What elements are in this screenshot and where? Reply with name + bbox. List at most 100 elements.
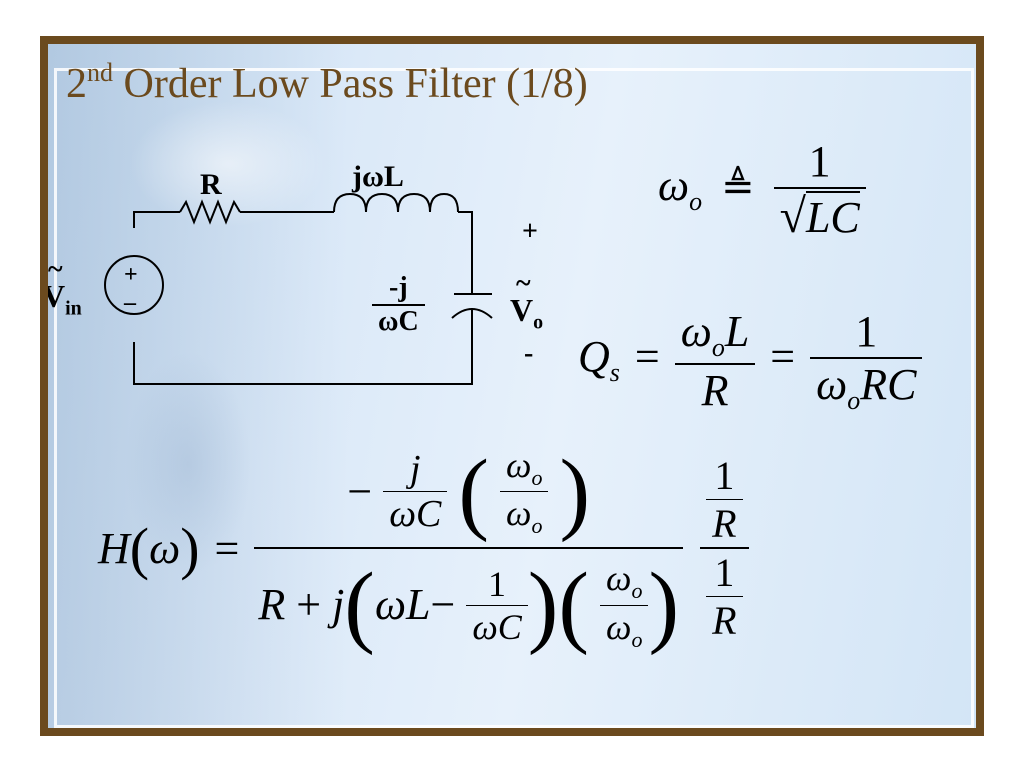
omega-fraction: 1 √LC (773, 136, 866, 244)
inductor-coil (333, 192, 459, 213)
title-superscript: nd (87, 58, 113, 87)
inductor-label: jωL (352, 160, 404, 193)
output-voltage-tilde: ~ (516, 268, 531, 299)
numerator-j: j (383, 447, 448, 493)
source-plus-sign: + (124, 262, 138, 288)
numerator-big-left-paren: ( (458, 440, 490, 543)
r-scaling-bottom-one: 1 (706, 549, 743, 598)
wire-right-bottom (133, 308, 473, 385)
circuit-diagram (104, 192, 493, 385)
numerator-impedance-fraction: j ωC (383, 447, 448, 536)
source-voltage-subscript: in (65, 297, 82, 320)
numerator-unity-bottom-omega: ω (506, 493, 532, 534)
transfer-function-denominator: R + j(ωL− 1 ωC )( ωo ωo ) (254, 549, 683, 652)
output-voltage-label: ~ Vo (510, 268, 544, 334)
r-scaling-bottom-r: R (712, 598, 737, 644)
den2-omega: ω (816, 360, 848, 409)
capacitor-impedance-numerator: -j (372, 272, 425, 306)
num1-omega: ω (680, 307, 712, 356)
output-voltage-symbol: V (510, 292, 534, 328)
output-voltage-subscript: o (533, 311, 544, 334)
voltage-source (104, 255, 164, 315)
omega-subscript: o (689, 186, 703, 216)
denominator-minus: − (430, 580, 456, 630)
numerator-unity-top-sub: o (531, 465, 543, 491)
quality-factor-equation: Qs = ωoL R = 1 ωoRC (578, 306, 923, 416)
source-voltage-tilde: ~ (48, 254, 63, 285)
h-symbol: H (98, 523, 130, 573)
denominator-unity-fraction: ωo ωo (600, 557, 649, 653)
den2-subscript: o (847, 385, 861, 415)
h-right-paren: ) (180, 515, 200, 581)
h-equals-sign: = (214, 523, 240, 573)
numerator-unity-bottom: ωo (500, 492, 548, 539)
output-minus-sign: - (524, 338, 534, 369)
omega-definition-equation: ωo ≜ 1 √LC (658, 136, 866, 244)
square-root-radicand: LC (805, 191, 860, 242)
quality-factor-numerator-1: ωoL (674, 306, 756, 365)
r-scaling-top-r: R (712, 501, 737, 547)
omega-fraction-denominator: √LC (774, 189, 866, 244)
denominator-j: j (332, 580, 345, 630)
num1-inductance: L (724, 307, 750, 356)
h-left-paren: ( (129, 515, 150, 581)
numerator-minus: − (347, 467, 373, 517)
denominator-unity-bottom: ωo (600, 606, 648, 653)
capacitor-impedance-label: -j ωC (372, 272, 425, 338)
inner-frame (54, 68, 974, 728)
denominator-plus: + (296, 580, 322, 630)
h-argument: ω (149, 523, 181, 573)
quality-factor-denominator-2: ωoRC (810, 359, 922, 416)
numerator-unity-top-omega: ω (506, 445, 532, 485)
numerator-unity-fraction: ωo ωo (500, 444, 549, 539)
r-scaling-fraction-bottom: 1 R (700, 547, 749, 644)
denominator-omega-c: ωC (472, 606, 522, 647)
denominator-omega-l: ωL (374, 580, 431, 630)
r-scaling-fraction: 1 R 1 R (700, 452, 749, 644)
resistor-zigzag (179, 199, 241, 225)
r-scaling-top-fraction: 1 R (706, 452, 743, 547)
transfer-function-numerator: − j ωC ( ωo ωo ) (254, 440, 684, 550)
transfer-function-equation: H(ω) = − j ωC ( ωo ωo ) R + j(ω (98, 444, 749, 653)
denominator-big-right-paren-2: ) (648, 554, 680, 657)
equals-sign-2: = (770, 332, 796, 381)
quality-factor-numerator-2: 1 (810, 306, 923, 359)
equals-sign-1: = (634, 332, 660, 381)
den2-rc: RC (860, 360, 917, 409)
r-scaling-fraction-top: 1 R (700, 452, 748, 547)
denominator-unity-top-sub: o (631, 578, 643, 604)
capacitor-impedance-denominator: ωC (378, 306, 419, 337)
slide: 2nd Order Low Pass Filter (1/8) R jωL -j… (40, 36, 984, 736)
r-scaling-bottom-fraction: 1 R (706, 549, 743, 644)
quality-factor-fraction-2: 1 ωoRC (810, 306, 923, 416)
denominator-capacitive-fraction: 1 ωC (466, 563, 528, 648)
num1-subscript: o (711, 332, 725, 362)
quality-factor-fraction-1: ωoL R (674, 306, 756, 416)
denominator-unity-top: ωo (600, 557, 649, 606)
denominator-unity-bottom-sub: o (631, 626, 643, 652)
wire-top-left (133, 211, 180, 228)
denominator-r: R (258, 580, 286, 630)
denominator-one: 1 (466, 563, 528, 606)
slide-title: 2nd Order Low Pass Filter (1/8) (66, 58, 588, 108)
source-voltage-symbol: V (42, 278, 66, 314)
title-number: 2 (66, 61, 87, 107)
q-symbol: Q (578, 332, 610, 381)
denominator-big-left-paren-1: ( (344, 554, 375, 657)
q-subscript: s (609, 357, 620, 387)
omega-symbol: ω (658, 161, 690, 211)
source-voltage-label: ~ Vin (42, 254, 82, 320)
defined-as-symbol: ≜ (721, 164, 755, 210)
numerator-unity-bottom-sub: o (531, 513, 543, 539)
omega-fraction-numerator: 1 (773, 136, 866, 189)
denominator-big-left-paren-2: ( (558, 554, 590, 657)
transfer-function-main-fraction: − j ωC ( ωo ωo ) R + j(ωL− 1 ωC (254, 440, 684, 653)
output-plus-sign: + (522, 216, 538, 247)
source-minus-sign: – (124, 290, 136, 316)
title-text: Order Low Pass Filter (1/8) (113, 61, 588, 107)
denominator-unity-top-omega: ω (606, 558, 632, 599)
numerator-omega-c: ωC (389, 493, 442, 536)
denominator-big-right-paren-1: ) (527, 554, 559, 657)
resistor-label: R (200, 168, 222, 201)
quality-factor-denominator-1: R (701, 365, 729, 415)
